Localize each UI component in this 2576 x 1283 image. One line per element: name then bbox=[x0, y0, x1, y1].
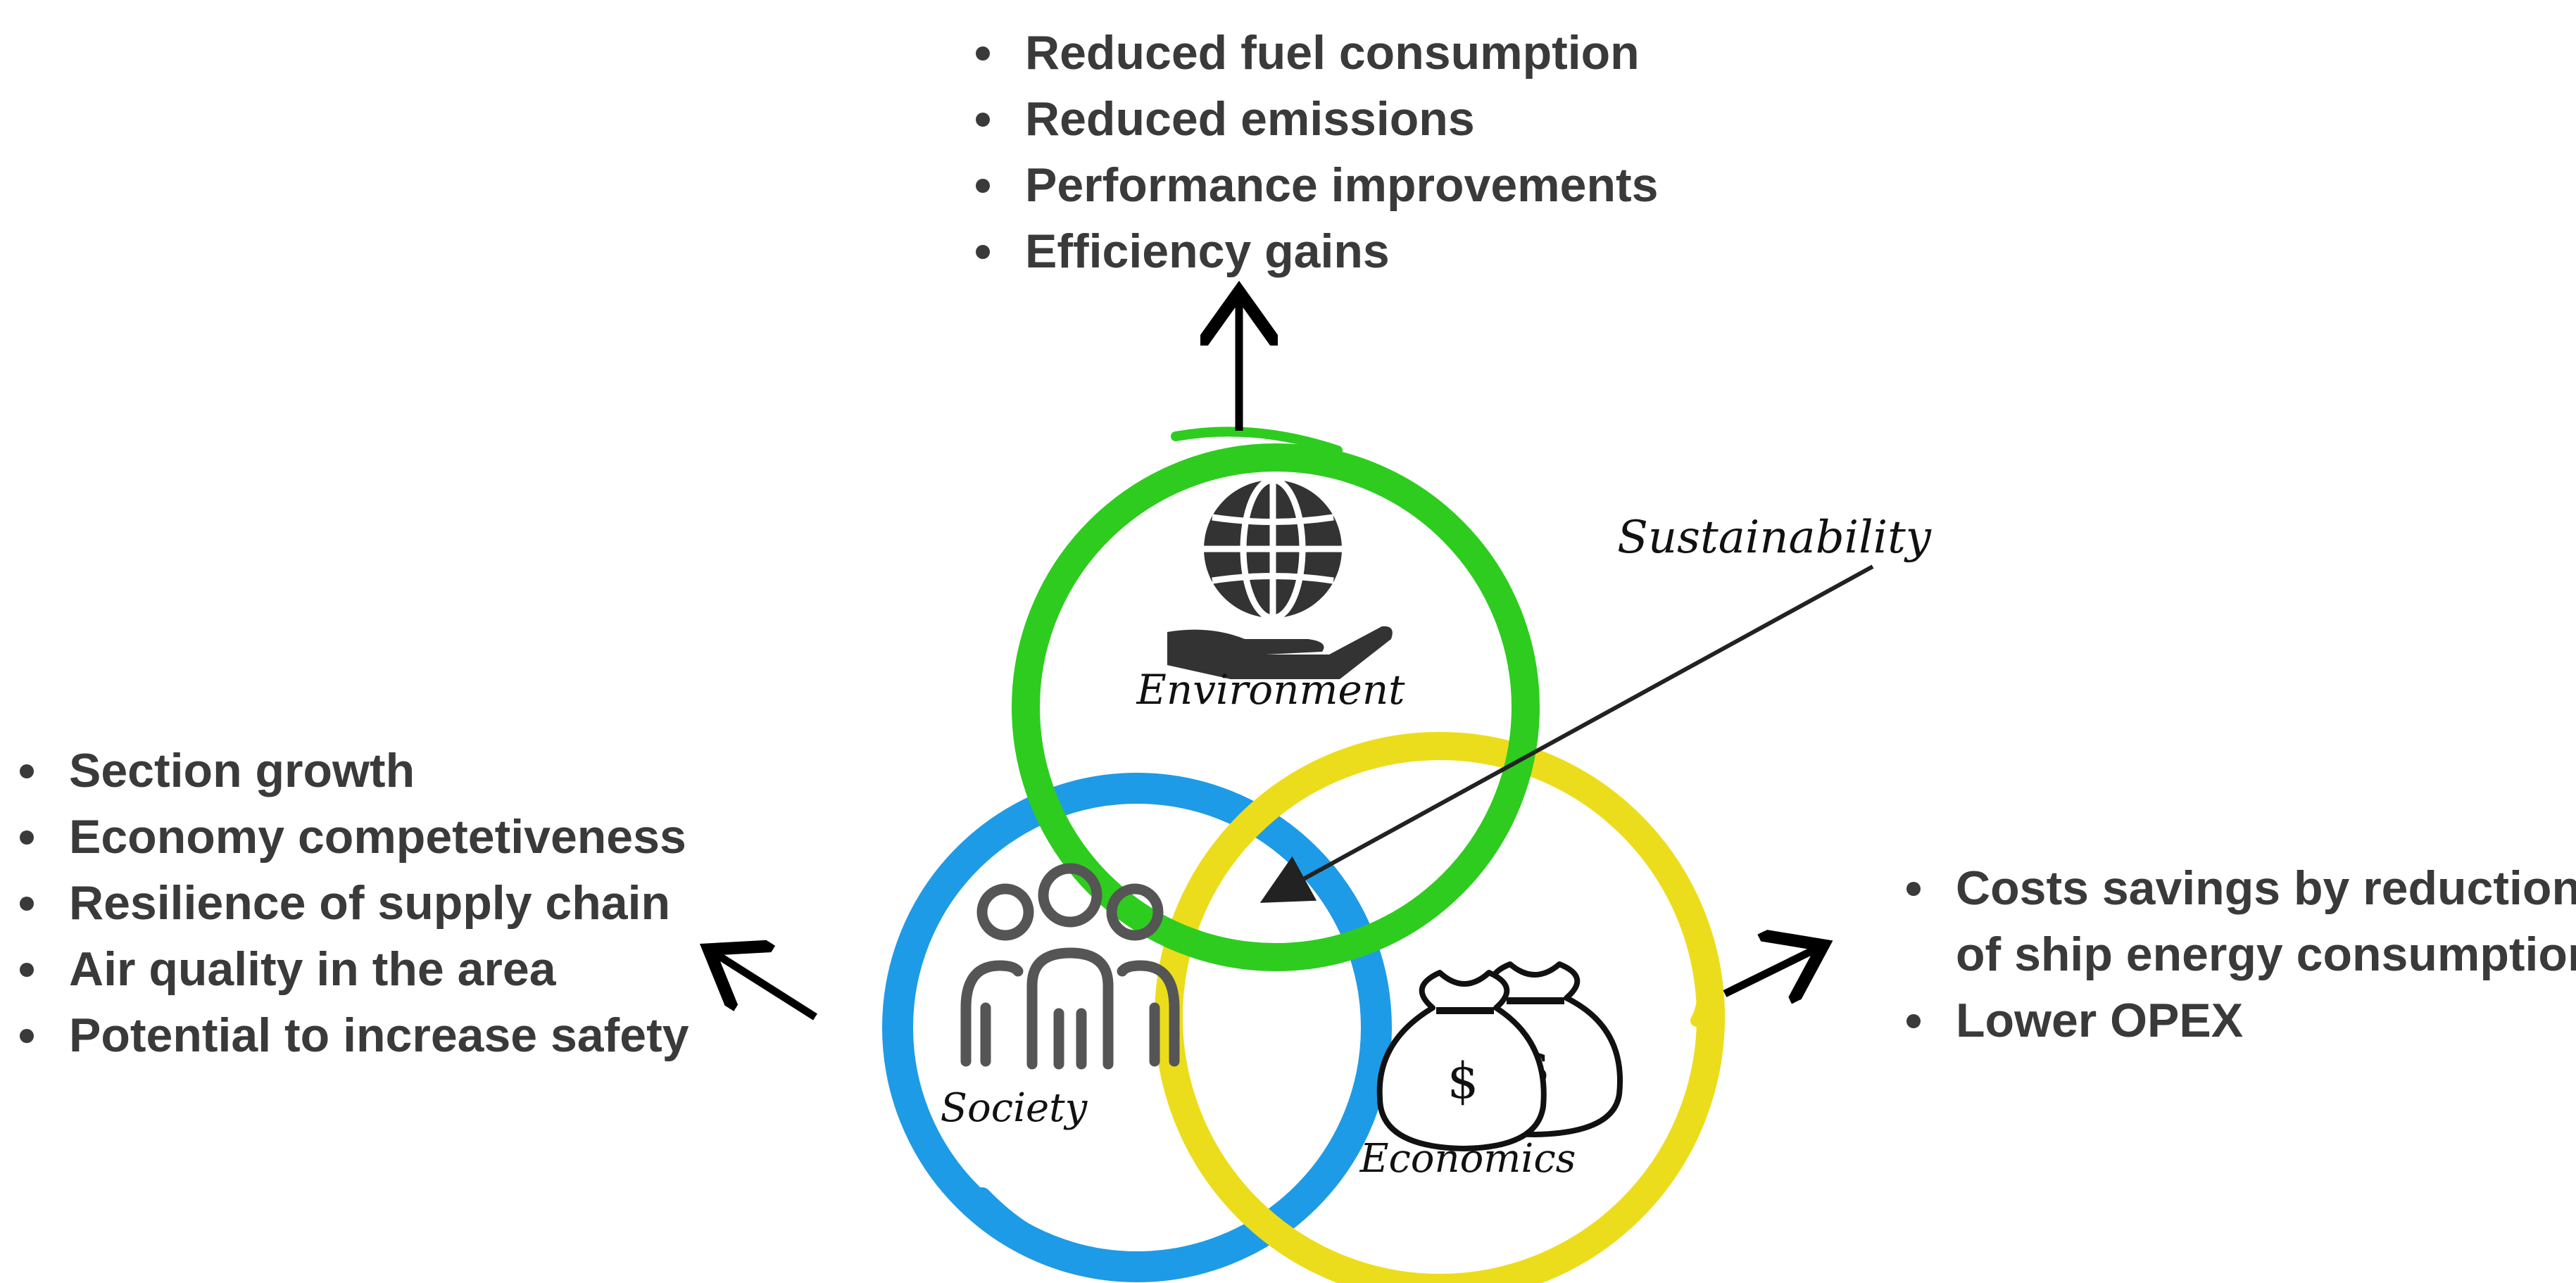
environment-label: Environment bbox=[1136, 666, 1406, 714]
economics-label: Economics bbox=[1359, 1136, 1576, 1182]
list-item: Lower OPEX bbox=[1901, 987, 2576, 1054]
list-item: Potential to increase safety bbox=[14, 1002, 689, 1068]
environment-circle bbox=[1012, 426, 1540, 971]
economics-circle bbox=[1155, 732, 1725, 1283]
economics-benefits-list: Costs savings by reduction of ship energ… bbox=[1901, 855, 2576, 1054]
sustainability-label: Sustainability bbox=[1617, 512, 1932, 564]
svg-text:$: $ bbox=[1447, 1052, 1479, 1110]
list-item: Reduced emissions bbox=[970, 86, 1658, 152]
sustainability-arrow bbox=[1259, 564, 1874, 903]
list-item: Reduced fuel consumption bbox=[970, 20, 1658, 86]
list-item: Resilience of supply chain bbox=[14, 870, 689, 936]
environment-benefits-list: Reduced fuel consumption Reduced emissio… bbox=[970, 20, 1658, 284]
money-bags-icon: $ $ bbox=[1376, 961, 1623, 1151]
society-label: Society bbox=[941, 1085, 1088, 1131]
list-item-continuation: of ship energy consumption bbox=[1956, 928, 2576, 981]
society-benefits-list: Section growth Economy competetiveness R… bbox=[14, 738, 689, 1068]
list-item: Economy competetiveness bbox=[14, 804, 689, 870]
list-item: Air quality in the area bbox=[14, 936, 689, 1002]
globe-in-hand-icon bbox=[1167, 476, 1393, 679]
society-circle bbox=[882, 773, 1392, 1282]
list-item: Efficiency gains bbox=[970, 218, 1658, 284]
economics-arrow bbox=[1723, 949, 1816, 994]
list-item: Section growth bbox=[14, 738, 689, 804]
list-item: Costs savings by reduction bbox=[1901, 855, 2576, 921]
list-item: Performance improvements bbox=[970, 152, 1658, 218]
people-group-icon bbox=[960, 863, 1180, 1070]
society-arrow bbox=[715, 954, 817, 1020]
